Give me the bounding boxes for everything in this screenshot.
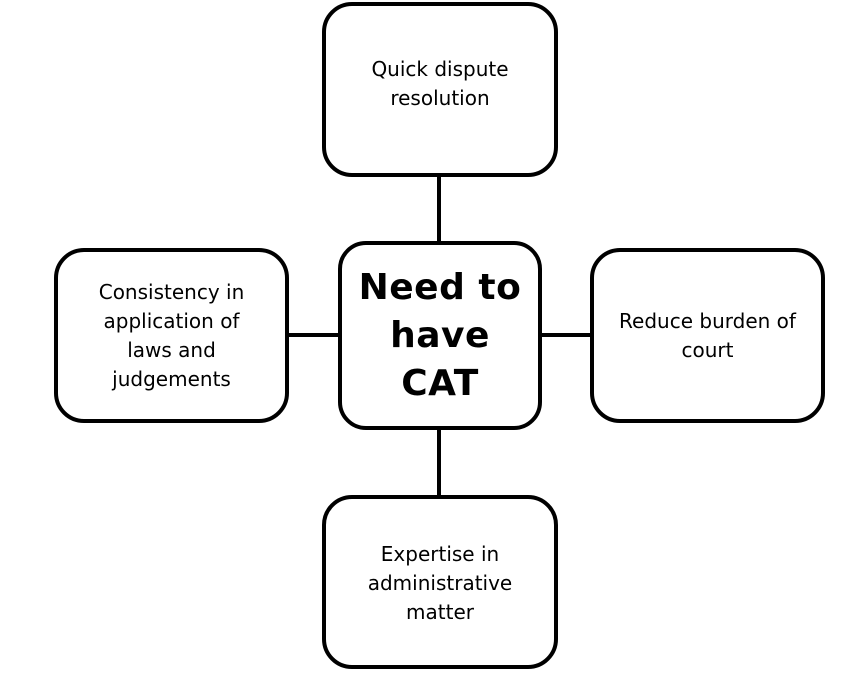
node-label: Consistency in application of laws and j… <box>98 279 245 391</box>
node-label: Reduce burden of court <box>619 308 796 362</box>
node-quick-dispute-resolution: Quick dispute resolution <box>322 2 558 177</box>
center-label: Need to have CAT <box>358 266 522 404</box>
node-reduce-burden-of-court: Reduce burden of court <box>590 248 825 423</box>
node-consistency-in-application: Consistency in application of laws and j… <box>54 248 289 423</box>
connector-center-to-left <box>288 333 339 337</box>
node-label: Expertise in administrative matter <box>367 541 513 624</box>
node-label: Quick dispute resolution <box>371 56 509 110</box>
node-expertise-in-administrative-matter: Expertise in administrative matter <box>322 495 558 669</box>
connector-center-to-right <box>541 333 591 337</box>
node-center-need-to-have-cat: Need to have CAT <box>338 241 542 430</box>
connector-center-to-top <box>437 176 441 242</box>
connector-center-to-bottom <box>437 429 441 496</box>
